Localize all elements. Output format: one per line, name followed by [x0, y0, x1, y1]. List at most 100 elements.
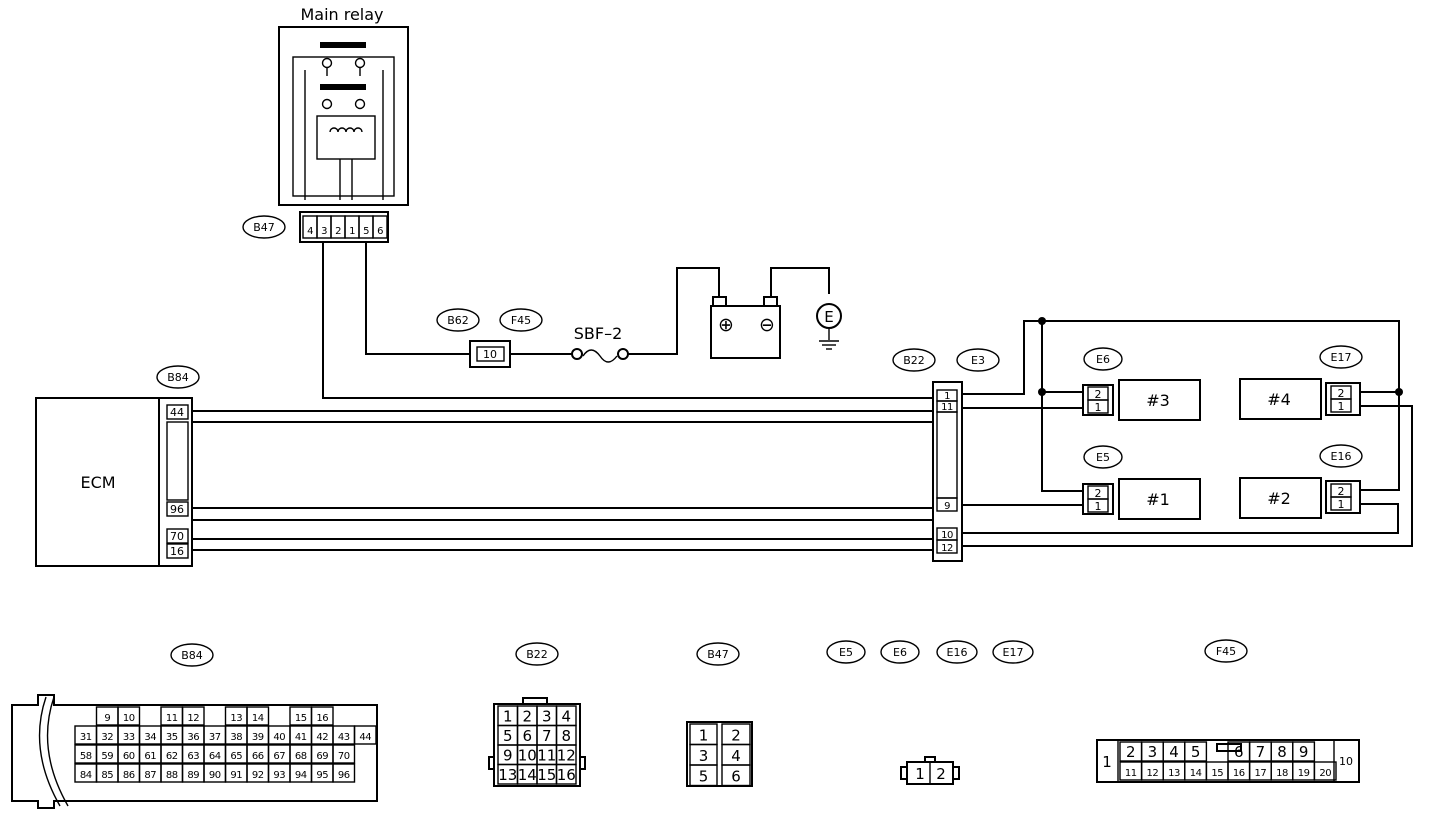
b84-face-pin: 61 [144, 751, 156, 762]
e5-pin-1: 1 [1095, 500, 1102, 513]
b84-face-pin: 16 [316, 713, 328, 724]
e6-pin-2: 2 [1095, 388, 1102, 401]
relay-pin: 6 [377, 226, 383, 237]
b84-face-pin: 92 [252, 770, 264, 781]
view-b84-label: B84 [181, 649, 203, 662]
injector-4-label: #4 [1267, 390, 1291, 409]
b22-pin-1: 1 [944, 391, 950, 402]
view-e6-label: E6 [893, 646, 907, 659]
b22-face-pin: 9 [503, 747, 513, 765]
fuse-pin-10: 10 [483, 348, 497, 361]
relay-pin: 5 [363, 226, 369, 237]
b84-face-pin: 37 [209, 732, 221, 743]
b84-tag-label: B84 [167, 371, 189, 384]
b84-face-pin: 94 [295, 770, 307, 781]
b22-tag-label: B22 [903, 354, 925, 367]
f45-face-pin: 3 [1148, 743, 1158, 761]
f45-face-pin: 16 [1233, 768, 1245, 779]
b47-face-pin: 6 [731, 768, 741, 786]
fuse-connector: 10 [469, 340, 511, 368]
b84-face-pin: 12 [187, 713, 199, 724]
b84-face-pin: 34 [144, 732, 156, 743]
b84-connector: 44 96 70 16 [158, 397, 193, 567]
b22-face-pin: 6 [522, 727, 532, 745]
f45-face-pin: 9 [1299, 743, 1309, 761]
f45-tag: F45 [499, 308, 543, 332]
b47-face-pin: 1 [699, 727, 709, 745]
f45-face-pin: 2 [1126, 743, 1136, 761]
b84-face-pin: 14 [252, 713, 264, 724]
injector-4: #4 2 1 [1239, 378, 1361, 420]
b22-face-pin: 3 [542, 708, 552, 726]
b84-face-pin: 9 [104, 713, 110, 724]
b22-face-pin: 8 [561, 727, 571, 745]
b84-face-pin: 42 [316, 732, 328, 743]
f45-face-pin: 7 [1256, 743, 1266, 761]
b84-face-pin: 86 [123, 770, 135, 781]
view-b47-label: B47 [707, 648, 729, 661]
view-e17-label: E17 [1003, 646, 1024, 659]
injector-1: 2 1 #1 [1082, 478, 1201, 520]
b22-face-pin: 4 [561, 708, 571, 726]
fuse-sbf2: SBF–2 [571, 324, 629, 363]
b84-face-pin: 11 [166, 713, 178, 724]
f45-face-pin: 15 [1211, 768, 1223, 779]
injector-3-label: #3 [1146, 391, 1170, 410]
b84-pin-70: 70 [170, 530, 184, 543]
relay-pin: 1 [349, 226, 355, 237]
f45-pin-10: 10 [1339, 755, 1353, 768]
b84-face-pin: 87 [144, 770, 156, 781]
b84-face-pin: 64 [209, 751, 221, 762]
b62-tag-label: B62 [447, 314, 469, 327]
b84-face-pin: 90 [209, 770, 221, 781]
ecm-label: ECM [80, 473, 115, 492]
b84-face-pin: 89 [187, 770, 199, 781]
b84-face-pin: 63 [187, 751, 199, 762]
b84-face-pin: 10 [123, 713, 135, 724]
f45-face-pin: 4 [1169, 743, 1179, 761]
e16-tag-label: E16 [1331, 450, 1352, 463]
b84-face-pin: 93 [273, 770, 285, 781]
b22-tag: B22 [892, 348, 936, 372]
b22-face-pin: 7 [542, 727, 552, 745]
f45-tag-label: F45 [511, 314, 531, 327]
e-face-pin-2: 2 [936, 765, 946, 783]
view-tag-e17: E17 [992, 640, 1034, 664]
b47-tag: B47 [242, 215, 286, 239]
injector-1-label: #1 [1146, 490, 1170, 509]
b62-tag: B62 [436, 308, 480, 332]
e6-pin-1: 1 [1095, 401, 1102, 414]
b84-face-pin: 88 [166, 770, 178, 781]
f45-pin-1: 1 [1102, 753, 1112, 771]
b84-face-pin: 35 [166, 732, 178, 743]
b84-pin-16: 16 [170, 545, 184, 558]
b84-face-pin: 69 [316, 751, 328, 762]
b47-face-pin: 4 [731, 747, 741, 765]
e16-pin-2: 2 [1338, 485, 1345, 498]
b22-face-pin: 1 [503, 708, 513, 726]
e6-tag-label: E6 [1096, 353, 1110, 366]
b84-face-pin: 32 [101, 732, 113, 743]
b84-face-pin: 66 [252, 751, 264, 762]
b22-face-pin: 5 [503, 727, 513, 745]
f45-face-pin: 11 [1125, 768, 1137, 779]
f45-face-pin: 6 [1234, 743, 1244, 761]
b84-tag: B84 [156, 365, 200, 389]
main-relay-label: Main relay [300, 5, 383, 24]
battery-positive: ⊕ [718, 314, 734, 336]
b22-pin-10: 10 [941, 530, 953, 541]
injector-3: 2 1 #3 [1082, 379, 1201, 421]
e17-pin-1: 1 [1338, 400, 1345, 413]
battery: ⊕ ⊖ [710, 296, 781, 359]
relay-pin: 2 [335, 226, 341, 237]
b84-face-pin: 44 [359, 732, 371, 743]
f45-face-pin: 17 [1255, 768, 1267, 779]
battery-negative: ⊖ [759, 314, 775, 336]
injector-2-label: #2 [1267, 489, 1291, 508]
